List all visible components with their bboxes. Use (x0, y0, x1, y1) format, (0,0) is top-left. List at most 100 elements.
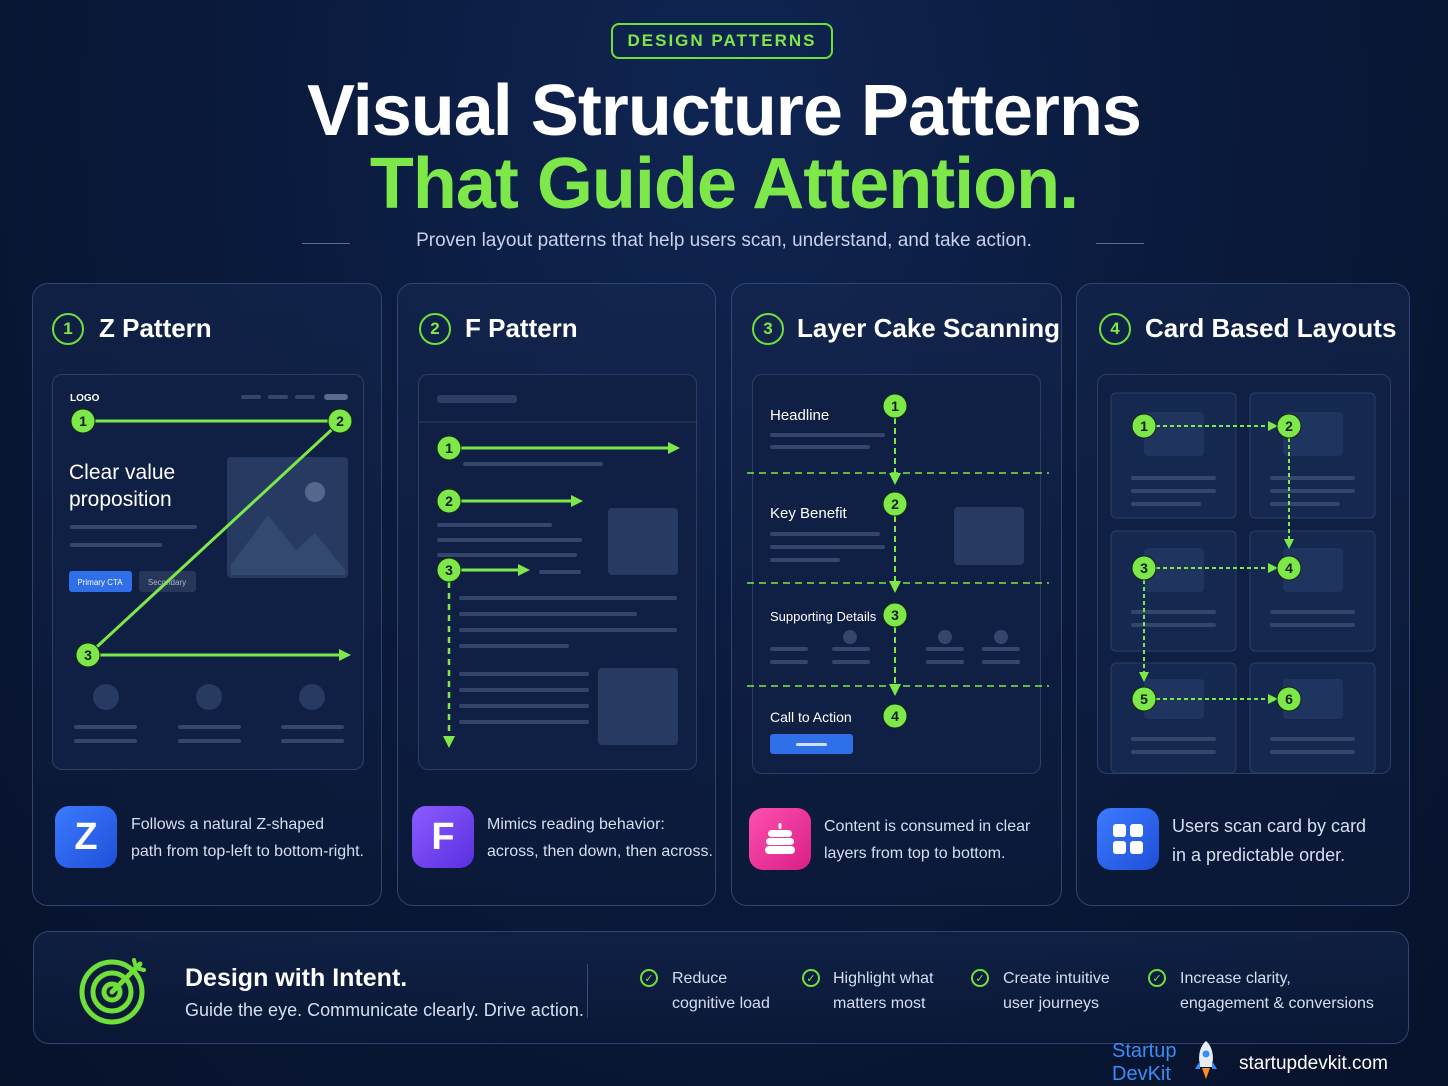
avatar-icon (994, 630, 1008, 644)
step-marker (1131, 686, 1157, 712)
card-layout-diagram: 1 2 3 4 5 6 (1110, 392, 1376, 774)
benefit-check-icon: ✓ (640, 969, 658, 987)
mock-text-line (459, 644, 569, 648)
image-mountain-icon (231, 515, 345, 575)
mock-text-line (70, 543, 162, 547)
avatar-icon (843, 630, 857, 644)
mock-text-line (770, 545, 885, 549)
step-number: 2 (336, 413, 344, 429)
z-letter-icon: Z (55, 806, 117, 868)
grid-icon (1097, 808, 1159, 870)
mock-text-line (832, 660, 870, 664)
mock-header-bar (437, 395, 517, 403)
step-number: 1 (445, 440, 453, 456)
mock-nav-link (268, 395, 288, 399)
benefit-check-icon: ✓ (1148, 969, 1166, 987)
step-number: 5 (1140, 691, 1148, 707)
step-marker (882, 491, 908, 517)
page-title-line1: Visual Structure Patterns (307, 71, 1142, 151)
card-title: Card Based Layouts (1145, 313, 1397, 343)
mock-text-line (982, 660, 1020, 664)
image-sun-icon (305, 482, 325, 502)
z-pattern-diagram: LOGO Clear value proposition Primary CTA… (69, 393, 353, 743)
arrowhead-icon (1284, 539, 1294, 549)
step-marker (436, 557, 462, 583)
mock-image-placeholder (954, 507, 1024, 565)
card-number: 2 (419, 313, 451, 345)
mock-text-line (982, 647, 1020, 651)
mock-text-line (770, 660, 808, 664)
card-card-based-layouts: 4 Card Based Layouts (1076, 283, 1410, 906)
mock-text-line (459, 596, 677, 600)
f-letter-icon: F (412, 806, 474, 868)
step-marker (1276, 413, 1302, 439)
card-number: 3 (752, 313, 784, 345)
mock-logo: LOGO (70, 393, 100, 404)
mock-nav-button (324, 394, 348, 400)
avatar-icon (938, 630, 952, 644)
mock-card (1110, 530, 1237, 652)
arrowhead-icon (1268, 421, 1278, 431)
mock-text-line (70, 525, 197, 529)
subtitle-rule-right (1096, 243, 1144, 244)
step-number: 1 (891, 398, 899, 414)
mock-text-line (281, 725, 344, 729)
step-number: 2 (445, 493, 453, 509)
mock-card (1249, 530, 1376, 652)
rocket-icon (1193, 1039, 1219, 1086)
mock-image-placeholder (598, 668, 678, 745)
mock-text-line (926, 647, 964, 651)
mock-card (1249, 392, 1376, 519)
feature-icon (299, 684, 325, 710)
arrowhead-icon (518, 564, 530, 576)
step-number: 6 (1285, 691, 1293, 707)
arrowhead-icon (1139, 672, 1149, 682)
benefit-check-icon: ✓ (971, 969, 989, 987)
step-marker (327, 408, 353, 434)
arrowhead-icon (889, 684, 901, 696)
arrowhead-icon (1268, 563, 1278, 573)
step-number: 2 (1285, 418, 1293, 434)
page-title-line2: That Guide Attention. (369, 144, 1079, 224)
step-marker (1276, 555, 1302, 581)
footer-heading: Design with Intent. (185, 964, 408, 992)
f-pattern-mockup: 1 2 3 (418, 374, 698, 770)
primary-cta-button[interactable] (69, 571, 132, 592)
mock-text-line (770, 445, 870, 449)
cta-button-text-line (796, 743, 827, 746)
step-marker (882, 602, 908, 628)
card-layout-mockup: 1 2 3 4 5 6 (1097, 374, 1391, 774)
step-marker (75, 642, 101, 668)
mock-text-line (770, 433, 885, 437)
step-number: 3 (1140, 560, 1148, 576)
mock-text-line (459, 612, 637, 616)
mock-text-line (178, 725, 241, 729)
brand-logo[interactable]: Startup DevKit (1112, 1040, 1177, 1085)
mock-headline-line2: proposition (69, 488, 172, 511)
card-description: Follows a natural Z-shaped path from top… (131, 816, 364, 860)
mock-text-line (770, 558, 840, 562)
step-number: 3 (84, 647, 92, 663)
mock-text-line (281, 739, 344, 743)
mock-text-line (926, 660, 964, 664)
design-patterns-badge: DESIGN PATTERNS (611, 23, 833, 59)
brand-url[interactable]: startupdevkit.com (1239, 1053, 1388, 1074)
arrowhead-icon (668, 442, 680, 454)
step-marker (882, 703, 908, 729)
mock-text-line (459, 628, 677, 632)
layer-cake-icon (749, 808, 811, 870)
mock-text-line (74, 725, 137, 729)
primary-cta-label: Primary CTA (77, 578, 123, 587)
step-marker (436, 435, 462, 461)
layer-label: Supporting Details (770, 609, 877, 624)
page-subtitle: Proven layout patterns that help users s… (416, 230, 1032, 251)
footer-divider (587, 964, 588, 1018)
layer-label: Headline (770, 407, 829, 424)
arrowhead-icon (339, 649, 351, 661)
arrowhead-icon (443, 736, 455, 748)
mock-text-line (459, 704, 589, 708)
card-f-pattern: 2 F Pattern (397, 283, 716, 906)
layer-cake-diagram: Headline Key Benefit Supporting Details … (747, 393, 1049, 754)
mock-text-line (832, 647, 870, 651)
